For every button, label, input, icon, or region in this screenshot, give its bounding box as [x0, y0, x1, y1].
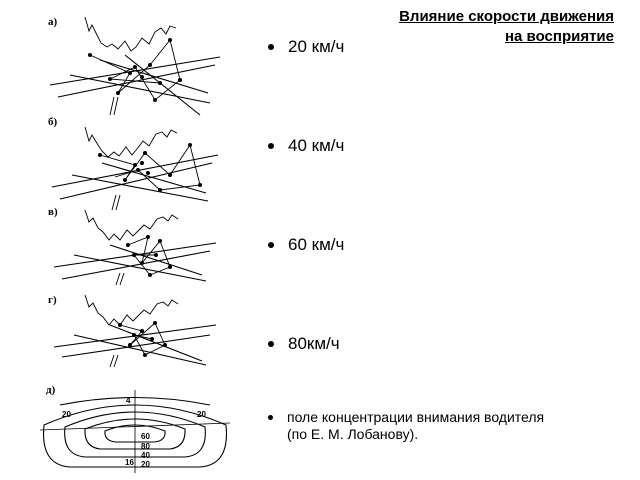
speed-label: 60 км/ч — [288, 235, 345, 254]
title-line-2: на восприятие — [504, 28, 614, 45]
speed-item: 20 км/ч — [268, 37, 344, 57]
note-text: поле концентрации внимания водителя (по … — [287, 409, 545, 442]
panel-label-c: в) — [48, 206, 58, 218]
field-number: 40 — [141, 451, 150, 460]
note-item: поле концентрации внимания водителя (по … — [268, 409, 557, 443]
panel-d-diagram — [39, 390, 231, 473]
field-number: 20 — [141, 460, 150, 469]
panel-label-b: б) — [48, 116, 58, 128]
panel-b-diagram — [51, 126, 219, 211]
attention-field-figure: а) б) в) г) д) 20 20 4 60 80 40 20 16 — [30, 5, 231, 475]
bullet-icon — [268, 143, 274, 149]
bullet-icon — [268, 44, 274, 50]
bullet-icon — [268, 415, 273, 420]
speed-item: 80км/ч — [268, 334, 340, 354]
field-number: 80 — [141, 442, 150, 451]
field-number: 20 — [197, 410, 206, 419]
field-number: 60 — [141, 432, 150, 441]
bullet-icon — [268, 242, 274, 248]
speed-label: 80км/ч — [288, 334, 340, 353]
field-number: 16 — [125, 458, 134, 467]
attention-field-diagrams: а) б) в) г) д) 20 20 4 60 80 40 20 16 — [39, 16, 231, 473]
speed-item: 60 км/ч — [268, 235, 344, 255]
title-line-1: Влияние скорости движения — [399, 8, 614, 25]
panel-label-d: г) — [48, 294, 57, 306]
field-number: 4 — [126, 396, 131, 405]
field-number: 20 — [62, 410, 71, 419]
panel-label-e: д) — [46, 384, 56, 396]
bullet-icon — [268, 341, 274, 347]
panel-label-a: а) — [48, 16, 58, 28]
speed-item: 40 км/ч — [268, 136, 344, 156]
panel-a-diagram — [49, 16, 221, 116]
speed-label: 40 км/ч — [288, 136, 345, 155]
slide-title: Влияние скорости движения на восприятие — [399, 7, 614, 47]
speed-label: 20 км/ч — [288, 37, 345, 56]
panel-c-diagram — [53, 209, 217, 286]
panel-g-diagram — [53, 294, 217, 368]
